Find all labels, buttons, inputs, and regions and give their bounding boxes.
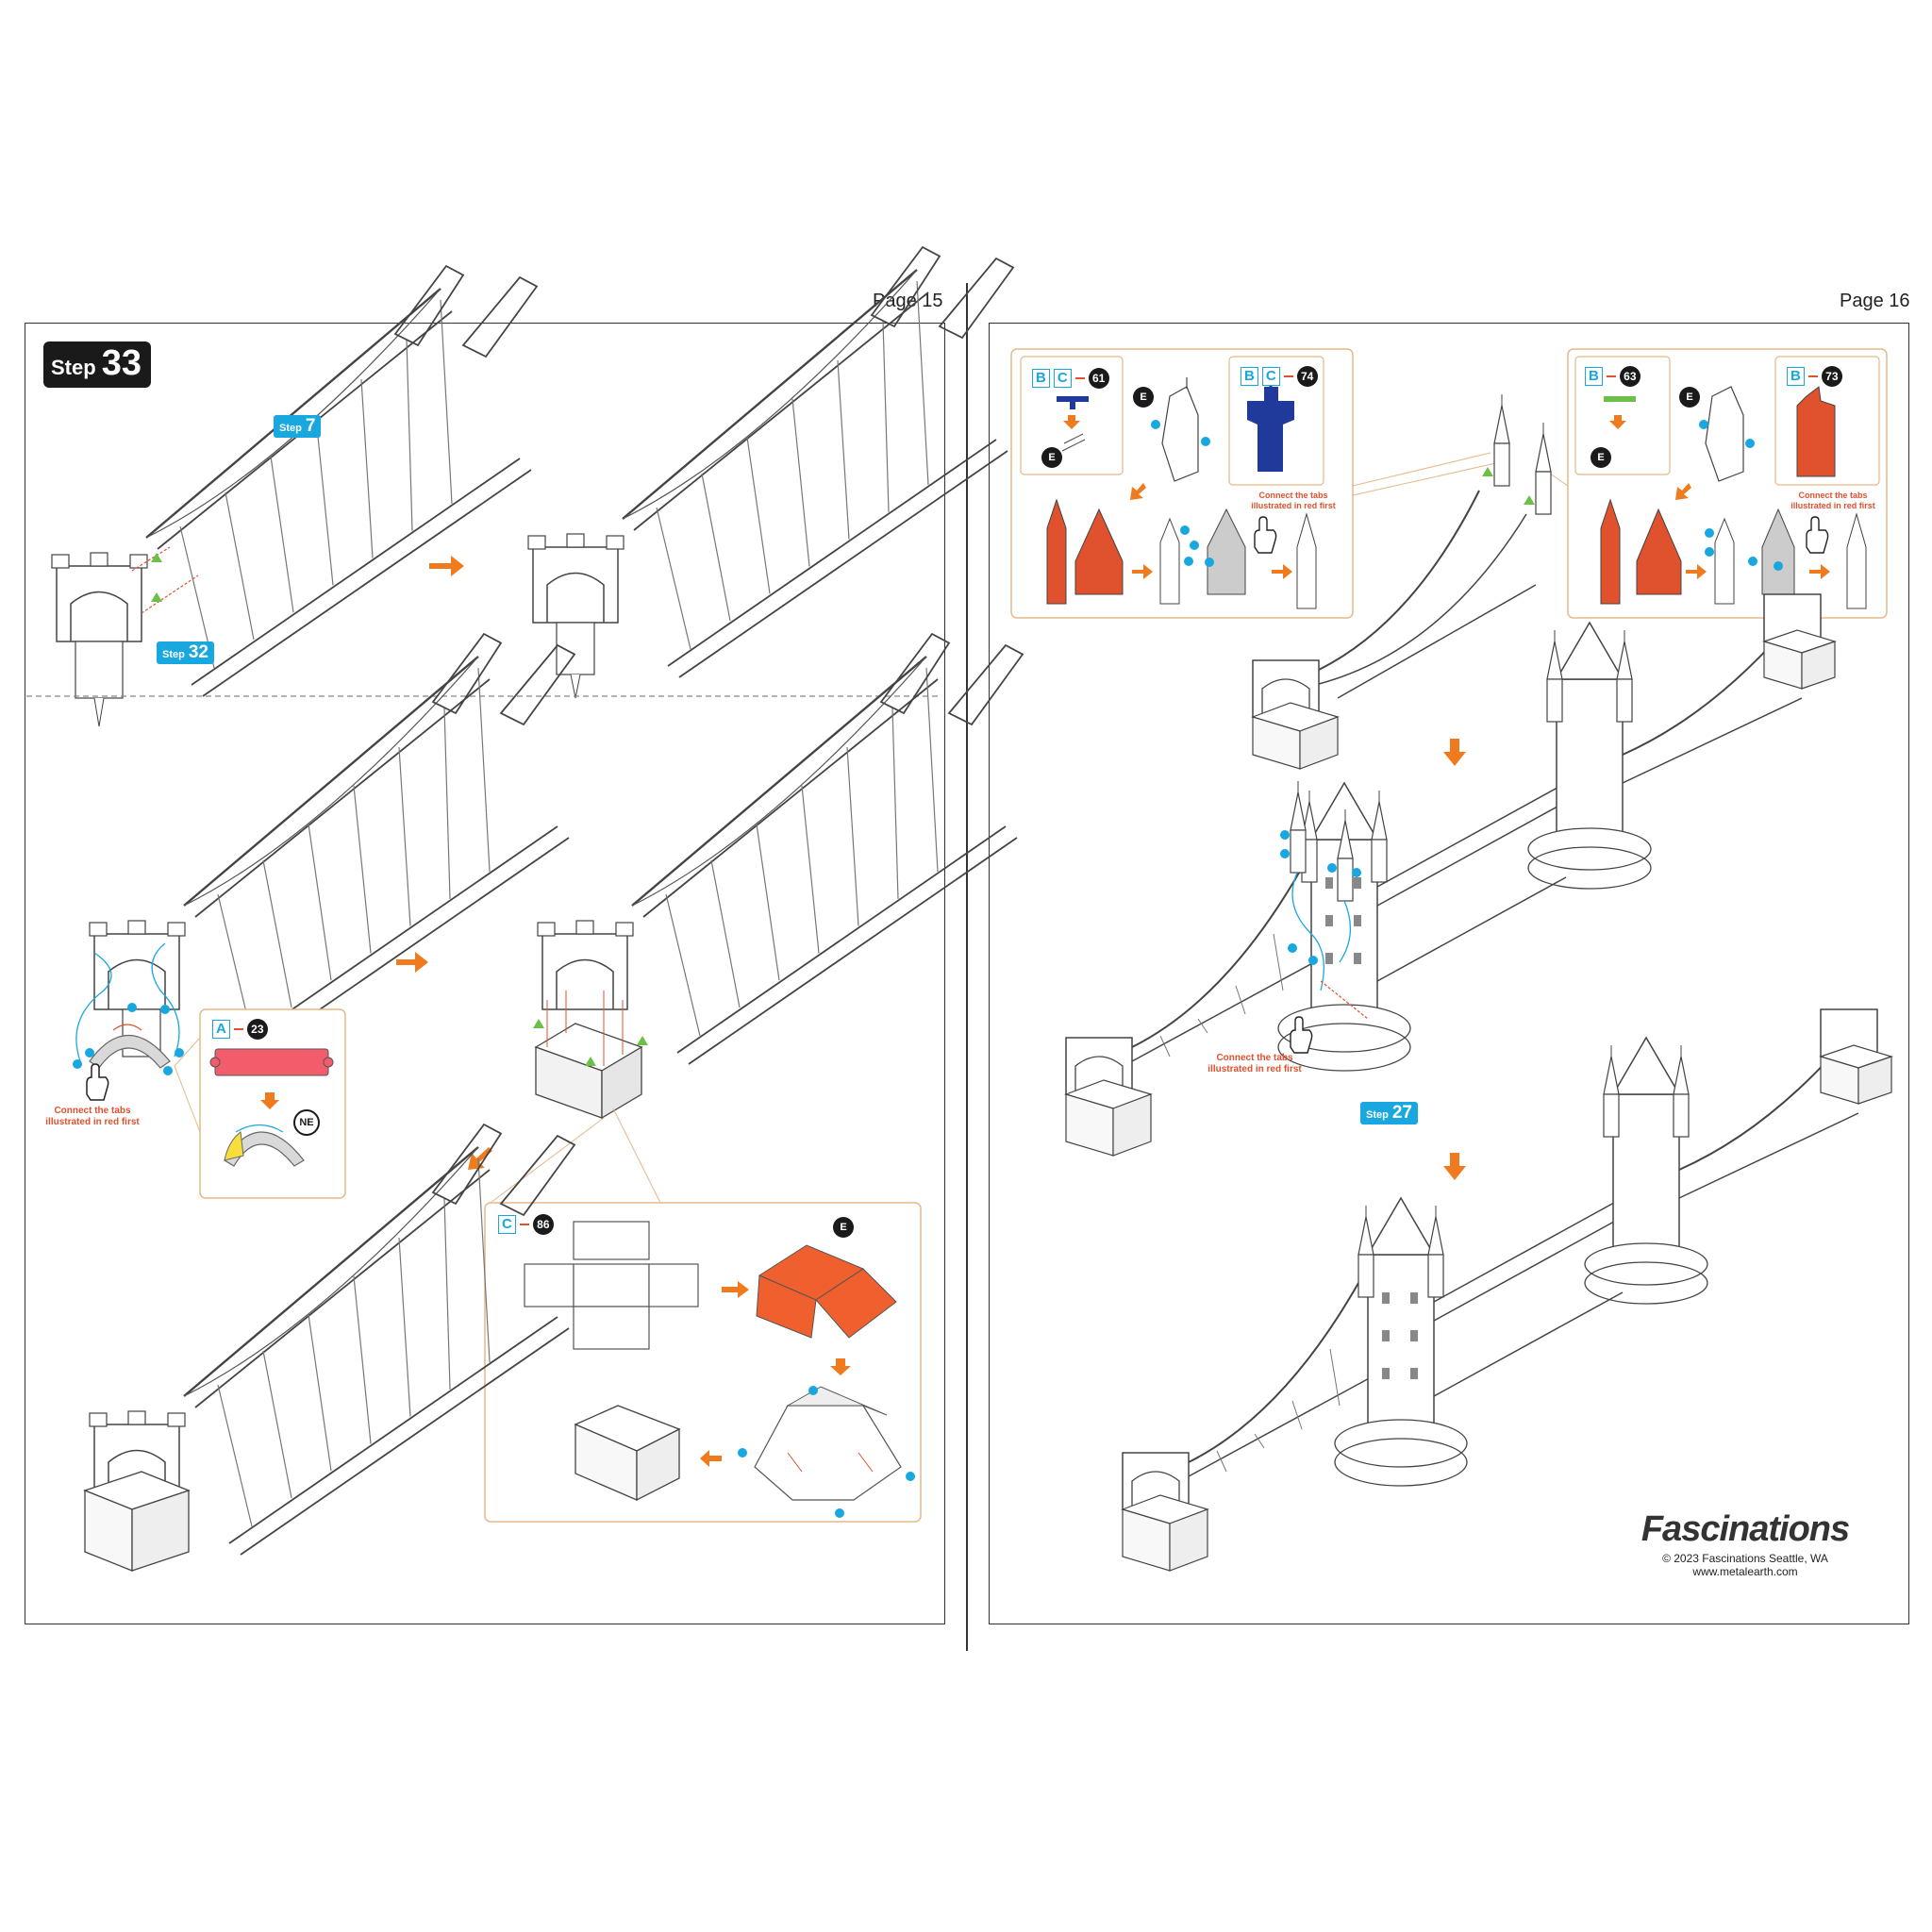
part-bc-61-label: B C 61: [1032, 368, 1109, 389]
e-badge: E: [1041, 447, 1062, 468]
part-letter: B: [1585, 367, 1603, 386]
page-label-right: Page 16: [1840, 291, 1910, 311]
ne-badge: NE: [293, 1109, 320, 1136]
callout-word: Step: [1366, 1109, 1389, 1121]
callout-number: 27: [1391, 1103, 1412, 1123]
note-line: illustrated in red first: [1208, 1064, 1302, 1074]
arrow-right-icon: [429, 556, 464, 576]
step-number: 33: [101, 343, 142, 383]
brand-copyright: © 2023 Fascinations Seattle, WA: [1662, 1552, 1828, 1565]
callout-number: 7: [305, 416, 316, 436]
arrow-right-icon: [396, 952, 428, 973]
note-line: Connect the tabs: [54, 1106, 131, 1116]
e-badge: E: [1679, 387, 1700, 408]
note-line: illustrated in red first: [1251, 501, 1336, 510]
note-line: Connect the tabs: [1258, 491, 1328, 500]
e-badge: E: [1133, 387, 1154, 408]
part-number: 73: [1821, 366, 1842, 387]
callout-word: Step: [279, 423, 302, 434]
part-number: 23: [246, 1019, 268, 1040]
page-divider: [966, 283, 968, 1651]
part-number: 61: [1088, 368, 1109, 389]
part-bc-74-label: B C 74: [1241, 366, 1318, 387]
connect-tabs-note: Connect the tabs illustrated in red firs…: [36, 1106, 149, 1128]
part-a-23-label: A 23: [212, 1019, 268, 1040]
part-letter: B: [1787, 367, 1805, 386]
brand-url: www.metalearth.com: [1692, 1565, 1798, 1578]
part-letter: C: [1261, 367, 1280, 386]
arrow-down-icon: [1443, 739, 1466, 766]
part-number: 74: [1296, 366, 1318, 387]
part-b-73-label: B 73: [1787, 366, 1842, 387]
brand-block: Fascinations © 2023 Fascinations Seattle…: [1632, 1509, 1858, 1578]
part-letter: C: [1053, 369, 1072, 388]
step-33-badge: Step 33: [43, 341, 151, 388]
e-badge: E: [833, 1217, 854, 1238]
part-letter: B: [1032, 369, 1050, 388]
note-line: illustrated in red first: [1790, 501, 1875, 510]
callout-number: 32: [188, 642, 208, 662]
note-line: Connect the tabs: [1798, 491, 1868, 500]
step-word: Step: [51, 356, 96, 379]
inset-right-note: Connect the tabs illustrated in red firs…: [1781, 491, 1885, 511]
part-b-63-label: B 63: [1585, 366, 1641, 387]
part-number: 63: [1619, 366, 1641, 387]
brand-logo: Fascinations: [1641, 1509, 1850, 1549]
part-c-86-label: C 86: [498, 1214, 554, 1235]
step-27-callout: Step 27: [1360, 1102, 1418, 1124]
arrow-down-icon: [1443, 1153, 1466, 1180]
e-badge: E: [1591, 447, 1611, 468]
part-letter: A: [212, 1020, 230, 1039]
step-7-callout: Step 7: [274, 415, 322, 438]
part-letter: C: [498, 1215, 516, 1234]
note-line: Connect the tabs: [1216, 1053, 1293, 1063]
step-32-callout: Step 32: [157, 641, 214, 664]
note-line: illustrated in red first: [45, 1117, 140, 1127]
part-letter: B: [1241, 367, 1258, 386]
arrow-down-left-icon: [468, 1147, 492, 1170]
inset-left-note: Connect the tabs illustrated in red firs…: [1241, 491, 1345, 511]
part-number: 86: [532, 1214, 554, 1235]
pointing-hand-icon: [86, 1063, 109, 1101]
main-note: Connect the tabs illustrated in red firs…: [1198, 1053, 1311, 1075]
callout-word: Step: [162, 649, 185, 660]
